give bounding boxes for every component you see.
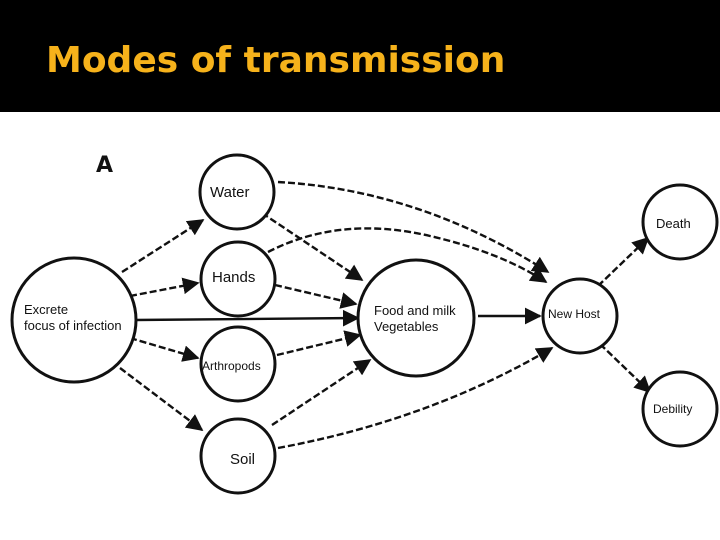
edge-arthropods-food — [276, 330, 362, 357]
label-debility: Debility — [653, 402, 692, 416]
node-soil — [199, 417, 277, 495]
edge-water-food — [261, 212, 364, 281]
edge-hands-newhost — [267, 227, 548, 284]
label-food-line2: Vegetables — [374, 319, 439, 334]
edge-hands-food — [274, 283, 358, 309]
panel-letter: A — [96, 153, 113, 178]
slide-title: Modes of transmission — [46, 40, 506, 81]
edge-water-newhost — [277, 180, 550, 274]
label-death: Death — [656, 216, 691, 231]
node-water — [198, 153, 276, 231]
label-excrete-line2: focus of infection — [24, 318, 122, 333]
node-hands — [199, 240, 277, 318]
edge-excrete-hands — [129, 277, 200, 298]
transmission-diagram: A — [0, 112, 720, 540]
label-hands: Hands — [212, 269, 255, 286]
label-new-host: New Host — [548, 307, 601, 321]
label-excrete-line1: Excrete — [24, 302, 68, 317]
edge-excrete-food — [134, 309, 360, 327]
node-food — [356, 258, 476, 378]
edge-excrete-water — [121, 218, 205, 274]
edge-excrete-arthropods — [129, 336, 200, 362]
node-death — [641, 183, 719, 261]
label-soil: Soil — [230, 451, 255, 468]
edge-soil-food — [271, 358, 372, 427]
label-arthropods: Arthropods — [202, 359, 261, 373]
label-food-line1: Food and milk — [374, 303, 456, 318]
label-water: Water — [210, 184, 249, 201]
title-bar: Modes of transmission — [0, 0, 720, 112]
diagram-canvas: A — [10, 153, 719, 495]
node-debility — [641, 370, 719, 448]
edge-soil-newhost — [277, 346, 554, 450]
node-new-host — [541, 277, 619, 355]
node-arthropods — [199, 325, 277, 403]
edge-newhost-death — [597, 236, 650, 287]
edge-excrete-soil — [119, 367, 204, 432]
node-excrete — [10, 256, 138, 384]
edges — [119, 180, 652, 450]
edge-newhost-debility — [599, 343, 652, 394]
